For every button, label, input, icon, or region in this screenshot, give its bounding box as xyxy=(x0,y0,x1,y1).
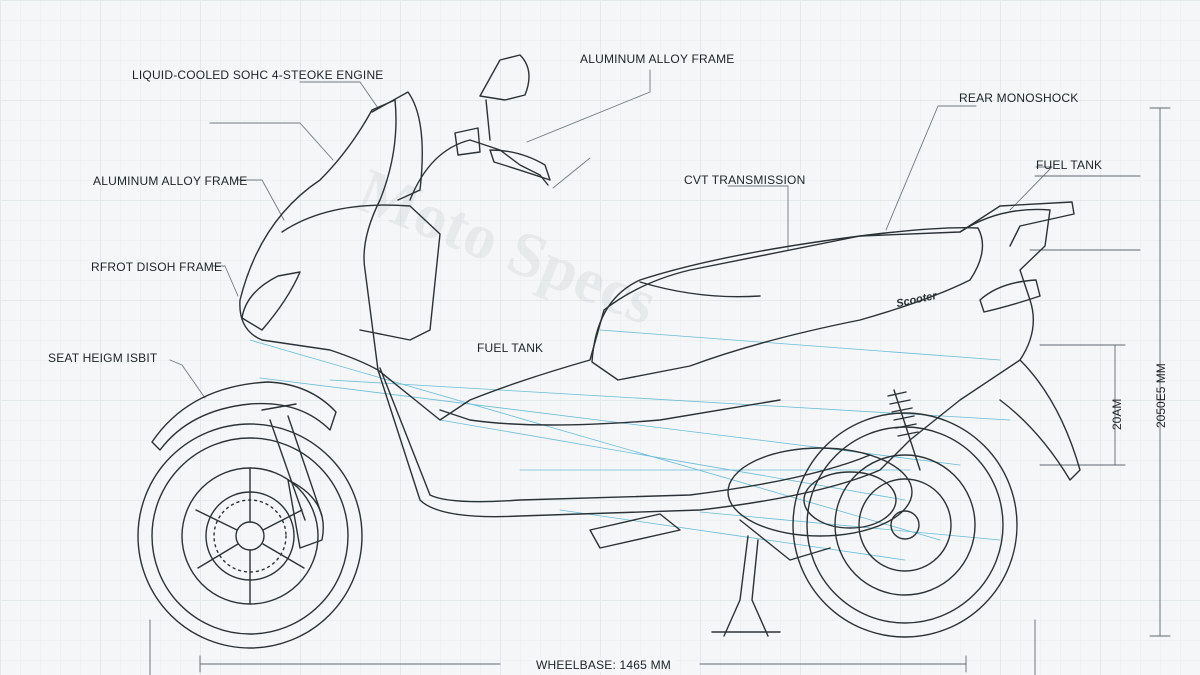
rear-wheel xyxy=(792,412,1018,638)
center-stand xyxy=(711,535,781,637)
label-fuel-tank-center: FUEL TANK xyxy=(477,341,544,355)
dimension-lines xyxy=(149,107,1171,675)
label-engine: LIQUID-COOLED SOHC 4-STEOKE ENGINE xyxy=(132,68,384,82)
front-wheel xyxy=(137,423,363,649)
headlight xyxy=(241,271,301,331)
rear-rack xyxy=(959,201,1075,247)
label-rear-monoshock: REAR MONOSHOCK xyxy=(959,91,1079,105)
label-cvt-transmission: CVT TRANSMISSION xyxy=(684,173,806,187)
rear-monoshock xyxy=(887,389,921,471)
label-frame-left: ALUMINUM ALLOY FRAME xyxy=(93,174,248,188)
label-frame-top: ALUMINUM ALLOY FRAME xyxy=(580,52,735,66)
seat xyxy=(591,226,984,381)
windscreen xyxy=(371,91,423,201)
cvt-case xyxy=(727,447,913,537)
footrest xyxy=(589,513,681,549)
dim-wheelbase: WHEELBASE: 1465 MM xyxy=(532,658,675,672)
leader-lines xyxy=(169,69,1053,399)
handlebar xyxy=(409,54,551,201)
front-fender xyxy=(151,381,337,451)
label-fuel-tank-right: FUEL TANK xyxy=(1036,158,1103,172)
body-panel xyxy=(377,208,1051,518)
dim-seat: 20AM xyxy=(1110,398,1124,430)
construction-lines xyxy=(249,329,1011,561)
front-fork xyxy=(261,403,323,521)
rear-fender xyxy=(999,359,1081,481)
tail-light xyxy=(979,279,1041,313)
dim-overall-height: 2050E5 MM xyxy=(1154,363,1168,428)
exhaust xyxy=(739,519,831,561)
front-shield xyxy=(239,99,397,371)
label-seat-height: SEAT HEIGM ISBIT xyxy=(48,351,158,365)
label-front-disc: RFROT DISOH FRAME xyxy=(91,260,223,274)
